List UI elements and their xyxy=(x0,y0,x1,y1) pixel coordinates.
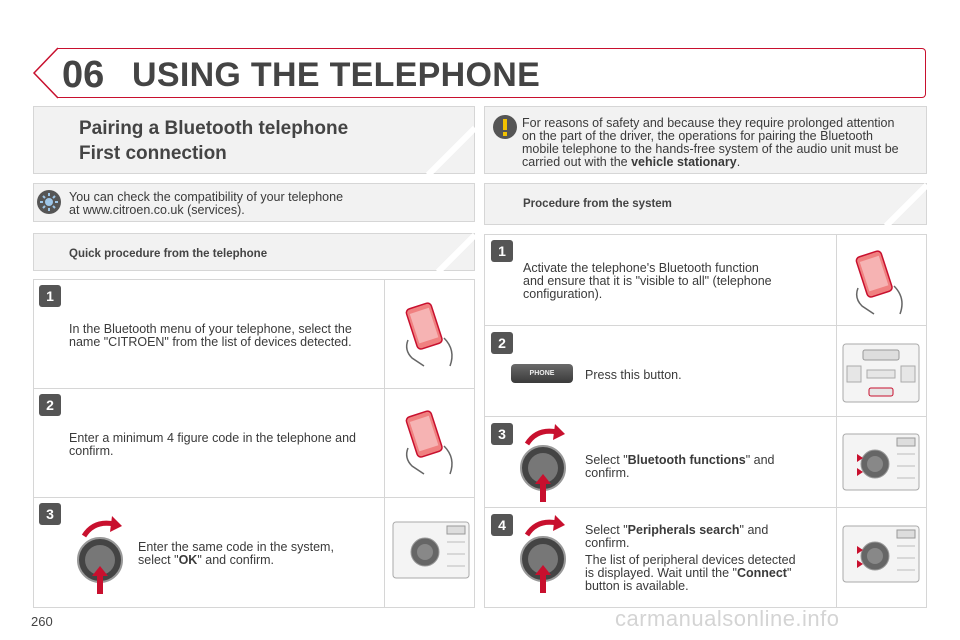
right-step4-p2-line3: button is available. xyxy=(585,579,689,593)
hand-phone-icon xyxy=(855,250,903,315)
step-badge-left-2: 2 xyxy=(39,394,61,416)
right-step4-line1: Select "Peripherals search" and xyxy=(585,523,769,537)
info-text-line1: You can check the compatibility of your … xyxy=(69,190,344,204)
exclamation-icon xyxy=(493,115,517,139)
step-badge-right-2: 2 xyxy=(491,332,513,354)
right-step2-text: Press this button. xyxy=(585,368,682,382)
right-heading-box xyxy=(484,183,927,225)
watermark: carmanualsonline.info xyxy=(615,606,840,631)
control-panel-illustration xyxy=(842,525,920,583)
info-box xyxy=(33,183,475,222)
rotary-knob-icon xyxy=(77,516,123,594)
right-row-divider-3 xyxy=(484,507,927,508)
left-heading-box xyxy=(33,233,475,271)
step-badge-right-4: 4 xyxy=(491,514,513,536)
right-step1-line2: and ensure that it is "visible to all" (… xyxy=(523,274,772,288)
sun-tip-icon xyxy=(37,190,61,214)
right-step3-line2: confirm. xyxy=(585,466,630,480)
right-heading: Procedure from the system xyxy=(523,198,672,210)
warning-text-line4: carried out with the vehicle stationary. xyxy=(522,155,741,169)
control-panel-illustration xyxy=(392,521,470,579)
step-badge-right-1: 1 xyxy=(491,240,513,262)
left-step1-line2: name "CITROEN" from the list of devices … xyxy=(69,335,352,349)
header-accent-slant xyxy=(32,47,59,99)
right-heading-corner-decoration xyxy=(883,183,928,227)
page-title: USING THE TELEPHONE xyxy=(132,56,541,94)
left-step2-line1: Enter a minimum 4 figure code in the tel… xyxy=(69,431,356,445)
section-title-line2: First connection xyxy=(79,143,227,164)
left-step3-line1: Enter the same code in the system, xyxy=(138,540,334,554)
right-step1-line1: Activate the telephone's Bluetooth funct… xyxy=(523,261,759,275)
left-step1-line1: In the Bluetooth menu of your telephone,… xyxy=(69,322,352,336)
phone-button[interactable]: PHONE xyxy=(511,364,573,383)
left-step3-line2: select "OK" and confirm. xyxy=(138,553,275,567)
header-frame xyxy=(58,48,926,98)
right-step1-line3: configuration). xyxy=(523,287,603,301)
right-step4-p2-line1: The list of peripheral devices detected xyxy=(585,553,796,567)
control-panel-illustration xyxy=(842,343,920,403)
step-badge-left-3: 3 xyxy=(39,503,61,525)
left-column-divider xyxy=(384,279,385,608)
right-column-divider xyxy=(836,234,837,608)
left-heading-corner-decoration xyxy=(435,233,476,273)
section-title-line1: Pairing a Bluetooth telephone xyxy=(79,118,349,139)
section-title-box xyxy=(33,106,475,174)
left-step2-line2: confirm. xyxy=(69,444,114,458)
hand-phone-icon xyxy=(405,410,453,475)
left-row-divider-1 xyxy=(33,388,475,389)
warning-text-line1: For reasons of safety and because they r… xyxy=(522,116,895,130)
warning-box xyxy=(484,106,927,174)
rotary-knob-icon xyxy=(520,424,566,502)
right-row-divider-1 xyxy=(484,325,927,326)
page-number: 260 xyxy=(31,614,53,629)
warning-text-line3: mobile telephone to the hands-free syste… xyxy=(522,142,899,156)
left-heading: Quick procedure from the telephone xyxy=(69,248,268,260)
section-box-corner-decoration xyxy=(425,125,476,176)
chapter-number: 06 xyxy=(62,54,105,96)
right-step4-line2: confirm. xyxy=(585,536,630,550)
left-row-divider-2 xyxy=(33,497,475,498)
rotary-knob-icon xyxy=(520,515,566,593)
hand-phone-icon xyxy=(405,302,453,367)
control-panel-illustration xyxy=(842,433,920,491)
step-badge-right-3: 3 xyxy=(491,423,513,445)
right-row-divider-2 xyxy=(484,416,927,417)
right-step3-line1: Select "Bluetooth functions" and xyxy=(585,453,775,467)
right-step4-p2-line2: is displayed. Wait until the "Connect" xyxy=(585,566,792,580)
step-badge-left-1: 1 xyxy=(39,285,61,307)
info-text-line2: at www.citroen.co.uk (services). xyxy=(69,203,245,217)
warning-text-line2: on the part of the driver, the operation… xyxy=(522,129,873,143)
